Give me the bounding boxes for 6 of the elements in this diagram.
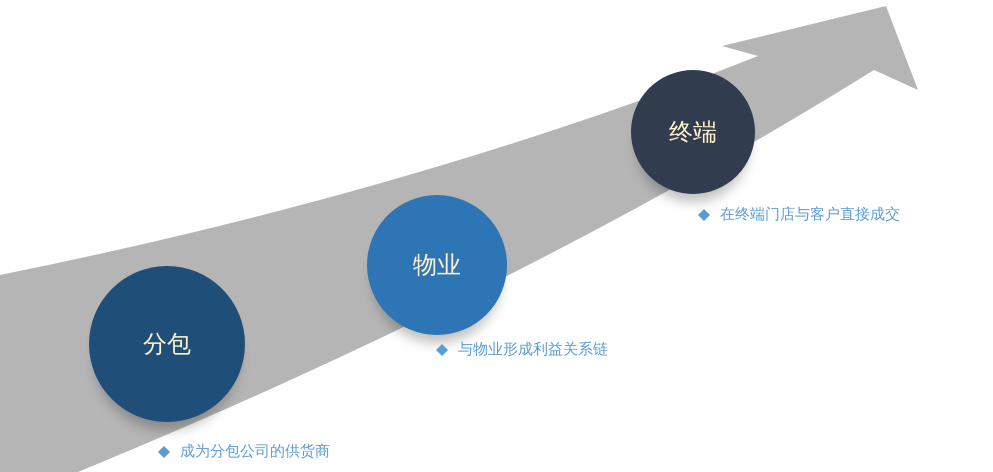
stage-label: 分包	[143, 329, 191, 360]
stage-label: 物业	[413, 250, 461, 281]
stage-label: 终端	[669, 117, 717, 148]
description-text: 成为分包公司的供货商	[180, 442, 330, 461]
description-text: 与物业形成利益关系链	[458, 340, 608, 359]
description-text: 在终端门店与客户直接成交	[720, 205, 900, 224]
